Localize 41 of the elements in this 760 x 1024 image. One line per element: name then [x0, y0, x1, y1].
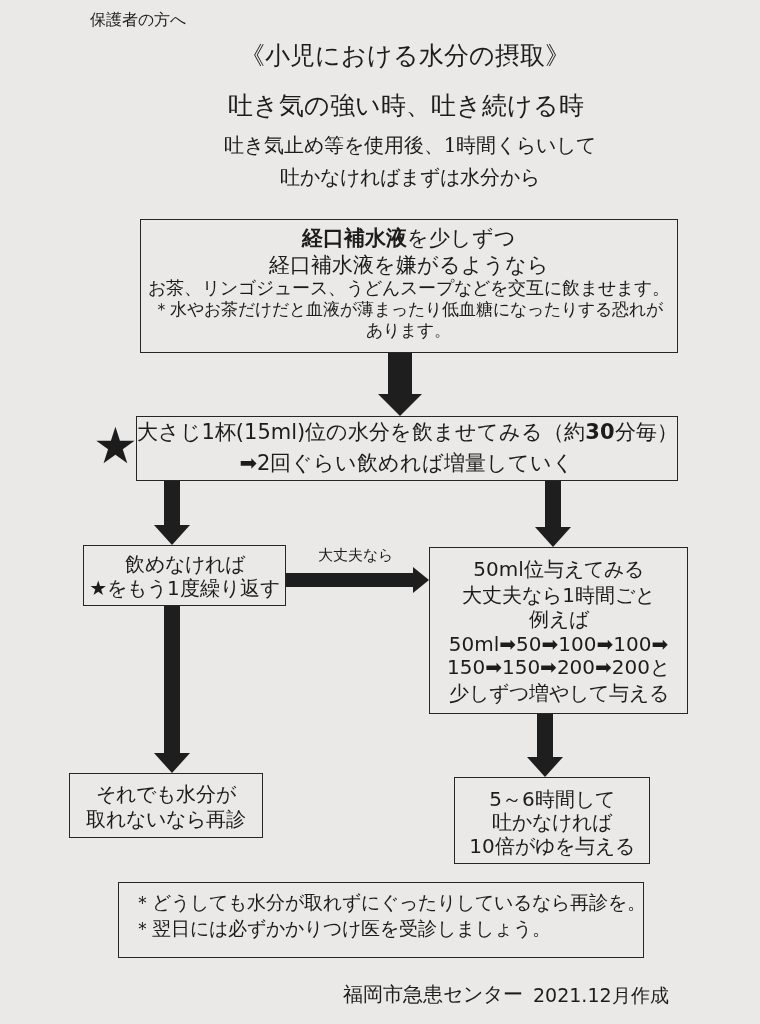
- step-text: お茶、リンゴジュース、うどんスープなどを交互に飲ませます。: [148, 276, 670, 299]
- step-text: 150➡150➡200➡200と: [447, 655, 670, 680]
- step-text: ➡2回ぐらい飲めれば増量していく: [239, 450, 575, 476]
- step-box: [136, 416, 678, 481]
- step-text: ＊水やお茶だけだと血液が薄まったり低血糖になったりする恐れがあります。: [152, 299, 665, 341]
- subtitle: 吐き気の強い時、吐き続ける時: [228, 90, 584, 121]
- step-text: 飲めなければ: [124, 552, 245, 577]
- step-text: それでも水分が: [96, 782, 236, 807]
- arrow: [154, 481, 190, 545]
- step-box: [83, 545, 286, 606]
- step-text: 経口補水液を嫌がるようなら: [269, 252, 549, 278]
- step-text: 50ml位与えてみる: [473, 557, 644, 582]
- arrow: [378, 353, 422, 416]
- step-text: 大丈夫なら1時間ごと: [462, 583, 655, 608]
- step-box: [140, 219, 678, 353]
- note-box: [118, 882, 644, 958]
- star-mark: ★: [93, 421, 138, 471]
- step-text: 吐かなければ: [492, 810, 612, 835]
- step-box: [429, 547, 688, 714]
- arrow: [286, 567, 429, 593]
- arrow: [154, 606, 190, 773]
- step-text: 取れないなら再診: [86, 807, 246, 832]
- intro-text: 吐き気止め等を使用後、1時間くらいして吐かなければまずは水分から: [222, 132, 598, 191]
- step-text: 少しずつ増やして与える: [448, 681, 669, 706]
- step-text: 10倍がゆを与える: [469, 834, 635, 859]
- title: 《小児における水分の摂取》: [240, 41, 570, 71]
- step-text: 50ml➡50➡100➡100➡: [448, 632, 669, 657]
- note-text: ＊翌日には必ずかかりつけ医を受診しましょう。: [133, 916, 551, 940]
- step-box: [454, 777, 650, 864]
- arrow: [527, 714, 563, 777]
- step-text: 大さじ1杯(15ml)位の水分を飲ませてみる（約30分毎）: [136, 419, 678, 445]
- step-text: 経口補水液を少しずつ: [302, 225, 516, 251]
- step-text: ★をもう1度繰り返す: [89, 576, 280, 601]
- issuer-name: 福岡市急患センター: [343, 982, 523, 1007]
- step-text: 例えば: [528, 607, 589, 632]
- addressee-text: 保護者の方へ: [90, 10, 186, 30]
- note-text: ＊どうしても水分が取れずにぐったりしているなら再診を。: [133, 890, 646, 914]
- issue-date: 2021.12月作成: [533, 983, 669, 1007]
- step-text: 5～6時間して: [489, 787, 615, 812]
- step-box: [69, 773, 263, 838]
- arrow: [535, 481, 571, 547]
